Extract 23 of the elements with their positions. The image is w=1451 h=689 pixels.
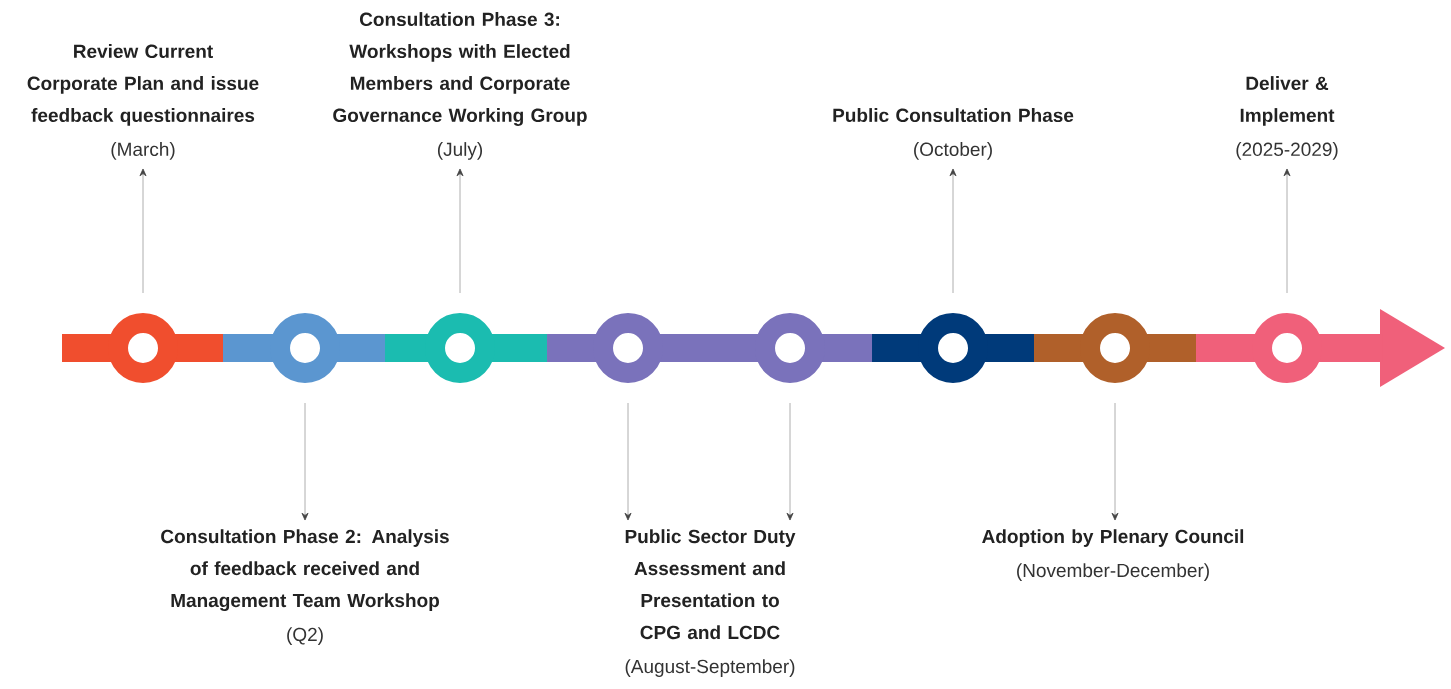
ring-marker [755, 313, 825, 383]
ring-marker [918, 313, 988, 383]
arrow [301, 402, 309, 521]
ring-marker [1080, 313, 1150, 383]
ring-marker [270, 313, 340, 383]
ring-marker [108, 313, 178, 383]
milestone-text: Review Current Corporate Plan and issue feedback questionnaires (March) [27, 44, 259, 160]
arrow [139, 168, 147, 294]
ring-marker [593, 313, 663, 383]
milestone-text: Public Sector Duty Assessment and Presentation to CPG and LCDC (August-September) [625, 529, 796, 677]
milestone-text: Public Consultation Phase (October) [833, 108, 1074, 160]
arrow [624, 402, 632, 521]
ring-marker [1252, 313, 1322, 383]
ring-marker [425, 313, 495, 383]
arrow [1283, 168, 1291, 294]
milestone-text: Deliver & Implement (2025-2029) [1236, 76, 1338, 160]
arrow [1111, 402, 1119, 521]
milestone-text: Consultation Phase 3: Workshops with Elected Members and Corporate Governance Working Group (July) [333, 12, 587, 160]
arrow [786, 402, 794, 521]
arrow [949, 168, 957, 294]
milestone-text: Adoption by Plenary Council (November-December) [982, 529, 1244, 581]
milestone-text: Consultation Phase 2: Analysis of feedback received and Management Team Workshop (Q2) [161, 529, 449, 645]
arrow [456, 168, 464, 294]
